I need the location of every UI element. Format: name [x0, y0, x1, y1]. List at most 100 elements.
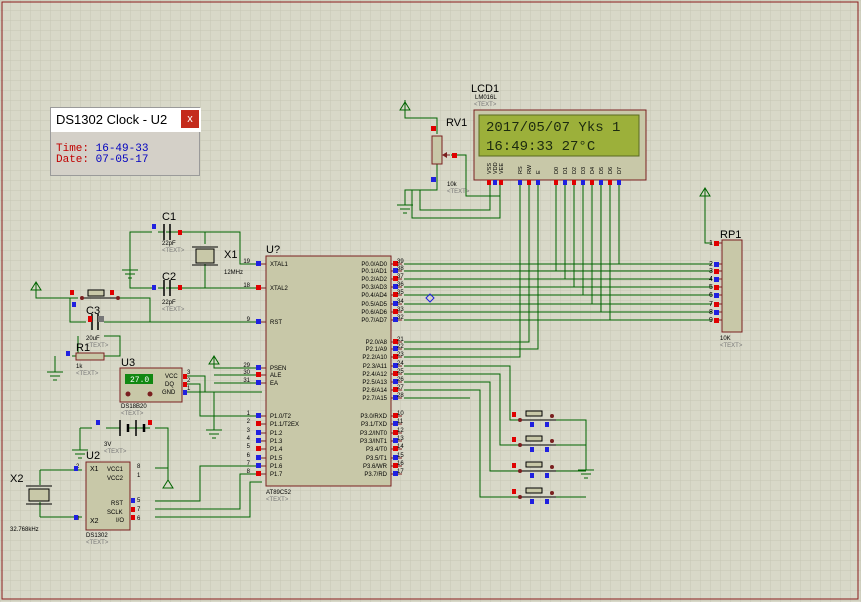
u1-pin-number: 23 [397, 352, 404, 358]
pin-marker [393, 354, 398, 359]
rp1-pin-number: 9 [709, 317, 713, 324]
u1-pin-number: 18 [243, 283, 250, 289]
u1-model-label: AT89C52 [266, 490, 292, 496]
c1-capacitor[interactable]: C1 22pF <TEXT> [152, 211, 185, 254]
u1-pin-name: PSEN [270, 366, 286, 372]
pin-marker [393, 268, 398, 273]
popup-title-bar[interactable]: DS1302 Clock - U2 x [51, 108, 201, 132]
pin-marker [256, 413, 261, 418]
u2-pin-num-7: 7 [137, 507, 141, 513]
u2-pin-x1: X1 [90, 466, 99, 473]
u1-pin-number: 22 [397, 344, 404, 350]
u1-pin-name: P3.5/T1 [366, 456, 388, 462]
lcd-pin-label: D3 [581, 167, 587, 174]
c2-capacitor[interactable]: C2 22pF <TEXT> [152, 271, 185, 313]
rp1-pin-number: 5 [709, 284, 713, 291]
u1-pin-name: P0.1/AD1 [361, 269, 387, 275]
lcd-pin-label: VDD [493, 162, 499, 174]
rv1-potentiometer[interactable]: RV1 10k <TEXT> [431, 117, 470, 195]
pin-marker [393, 371, 398, 376]
lcd-module[interactable]: 2017/05/07 Yks 1 16:49:33 27°C LCD1 LM01… [471, 83, 647, 185]
battery[interactable]: 3V <TEXT> [96, 420, 152, 455]
rp1-pin-number: 2 [709, 261, 713, 268]
u1-pin-number: 17 [397, 469, 404, 475]
pin-marker [572, 180, 576, 185]
push-button[interactable] [512, 487, 556, 504]
lcd-ref-label: LCD1 [471, 83, 499, 95]
lcd-pin-label: D5 [599, 167, 605, 174]
u1-pin-name: P0.4/AD4 [361, 293, 387, 299]
u1-pin-number: 34 [397, 299, 404, 305]
lcd-pin-label: VEE [499, 163, 505, 174]
u2-pin-sclk: SCLK [107, 510, 123, 516]
u1-pin-name: P2.3/A11 [363, 364, 388, 370]
pin-marker [714, 277, 719, 282]
u1-pin-number: 15 [397, 453, 404, 459]
u1-pin-number: 5 [247, 444, 251, 450]
u1-pin-number: 2 [247, 419, 251, 425]
x2-crystal[interactable]: X2 32.768kHz [10, 473, 52, 533]
rv1-text-tag: <TEXT> [447, 189, 470, 195]
c3-capacitor[interactable]: C3 20uF <TEXT> [86, 305, 109, 349]
pin-marker [554, 180, 558, 185]
u2-text-tag: <TEXT> [86, 540, 109, 546]
pin-marker [393, 284, 398, 289]
ds1302-clock-popup[interactable]: DS1302 Clock - U2 x Time: 16-49-33 Date:… [50, 107, 201, 176]
u1-pin-number: 14 [397, 444, 404, 450]
close-icon[interactable]: x [181, 110, 199, 128]
u1-pin-name: P0.5/AD5 [361, 302, 387, 308]
c1-value-label: 22pF [162, 241, 176, 247]
u3-temperature-sensor[interactable]: 27.0 U3 DS18B20 <TEXT> VCC DQ GND 3 2 1 [119, 357, 191, 417]
popup-time-row: Time: 16-49-33 [56, 143, 148, 155]
x1-crystal[interactable]: X1 12MHz [192, 246, 243, 276]
u1-pin-number: 39 [397, 259, 404, 265]
r1-resistor[interactable]: R1 1k <TEXT> [66, 342, 105, 377]
pin-marker [714, 302, 719, 307]
push-button[interactable] [512, 435, 556, 452]
c3-ref-label: C3 [86, 305, 100, 317]
pin-marker [393, 395, 398, 400]
u3-pin-num-1: 1 [187, 386, 191, 392]
pin-marker [393, 387, 398, 392]
u1-pin-number: 28 [397, 393, 404, 399]
pin-marker [393, 339, 398, 344]
push-button[interactable] [512, 410, 556, 427]
u1-pin-name: P0.7/AD7 [361, 318, 387, 324]
push-button[interactable] [512, 461, 556, 478]
x1-ref-label: X1 [224, 249, 237, 261]
popup-time-value: 16-49-33 [95, 143, 149, 155]
u2-rtc-chip[interactable]: U2 DS1302 <TEXT> X1 X2 2 3 VCC1 VCC2 RST… [74, 450, 141, 546]
u3-pin-dq: DQ [165, 382, 174, 388]
x1-value-label: 12MHz [224, 270, 243, 276]
c3-value-label: 20uF [86, 336, 100, 342]
u3-model-label: DS18B20 [121, 404, 147, 410]
rp1-pin-number: 1 [709, 240, 713, 247]
u1-pin-name: P3.7/RD [364, 472, 387, 478]
u1-pin-name: P3.1/TXD [361, 422, 388, 428]
popup-title: DS1302 Clock - U2 [56, 112, 168, 127]
pin-marker [599, 180, 603, 185]
u1-pin-name: RST [270, 320, 282, 326]
pin-marker [393, 421, 398, 426]
u1-pin-number: 27 [397, 385, 404, 391]
probe-diamond-icon [425, 293, 435, 303]
c2-ref-label: C2 [162, 271, 176, 283]
reset-button[interactable] [70, 289, 120, 307]
pin-marker [608, 180, 612, 185]
pin-marker [714, 310, 719, 315]
u2-pin-num-1: 1 [137, 473, 141, 479]
u1-pin-name: P2.6/A14 [362, 388, 387, 394]
u1-pin-name: P2.1/A9 [366, 347, 388, 353]
pin-marker [256, 455, 261, 460]
u3-pin-gnd: GND [162, 390, 176, 396]
lcd-pin-label: RS [518, 166, 524, 174]
u1-pin-name: P1.1/T2EX [270, 422, 299, 428]
pin-marker [393, 309, 398, 314]
u1-pin-number: 29 [243, 363, 250, 369]
lcd-pin-label: RW [527, 164, 533, 174]
r1-text-tag: <TEXT> [76, 371, 99, 377]
